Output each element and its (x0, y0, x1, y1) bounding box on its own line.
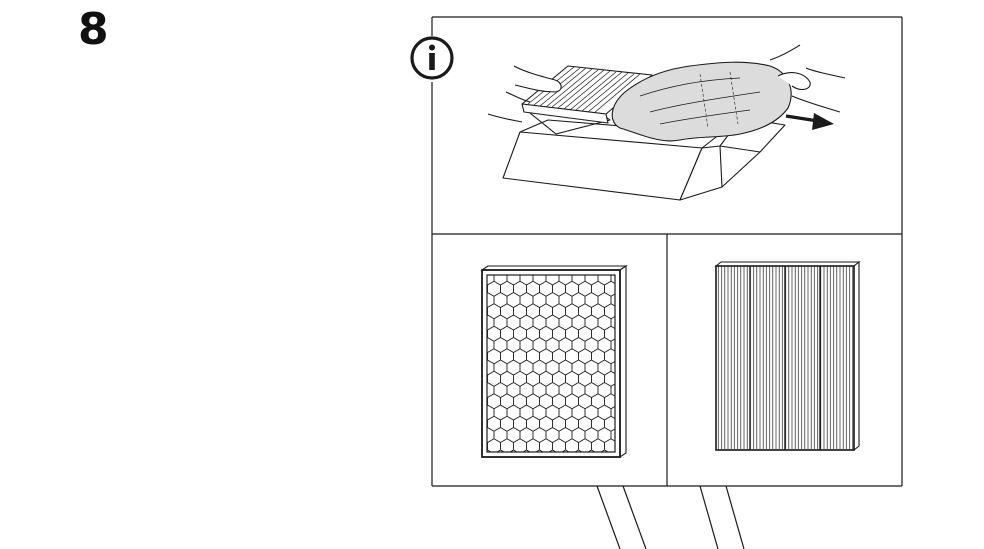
pull-direction-arrow-icon (785, 113, 834, 130)
carbon-honeycomb-filter (480, 264, 628, 459)
unpack-filter-illustration (487, 44, 846, 201)
pleated-particle-filter (714, 260, 861, 452)
panel-frame (431, 16, 903, 487)
connector-lines (596, 485, 745, 549)
info-icon (410, 36, 454, 80)
step-number: 8 (78, 4, 109, 55)
